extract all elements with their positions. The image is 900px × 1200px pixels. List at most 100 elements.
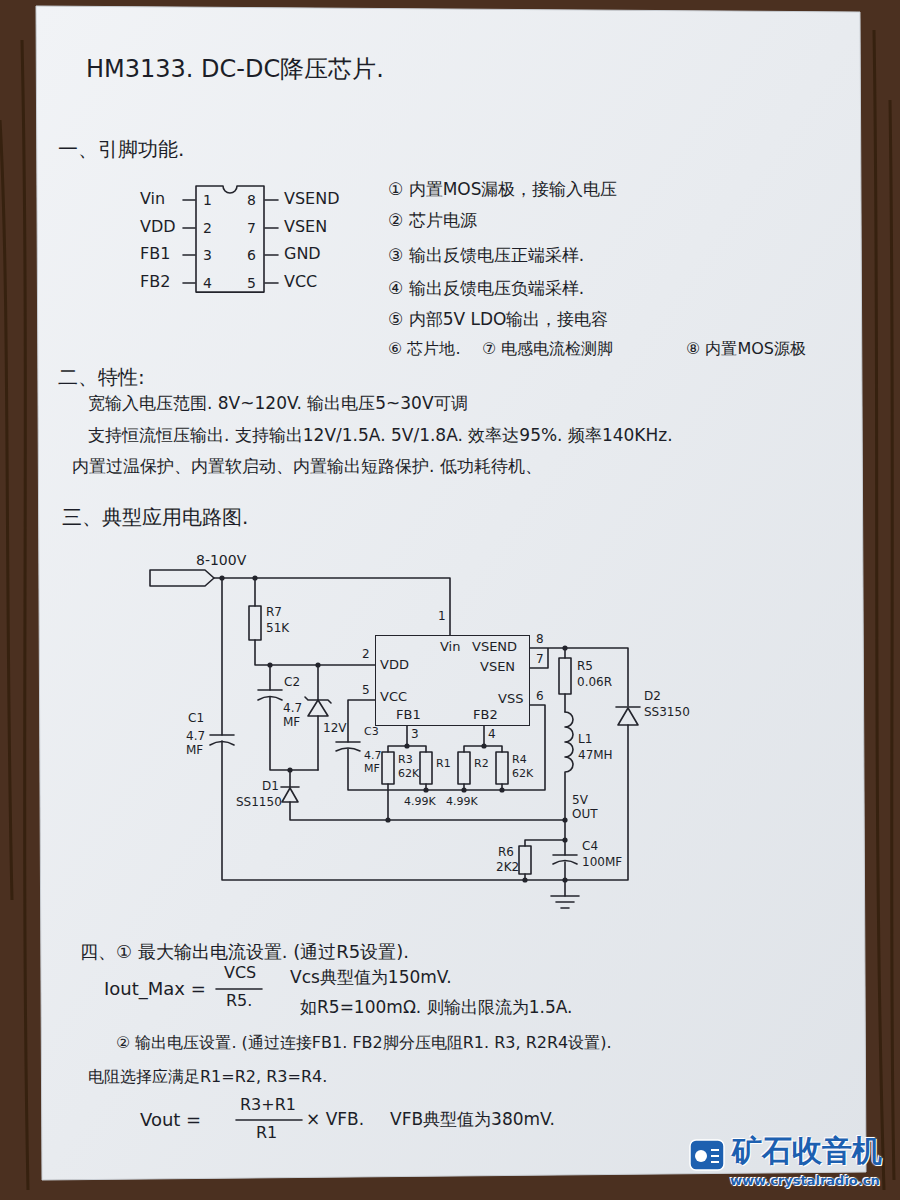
pin-name: GND [284, 245, 321, 263]
section-heading: ② 输出电压设置. (通过连接FB1. FB2脚分压电阻R1. R3, R2R4… [116, 1034, 612, 1052]
paper-sheet [36, 6, 866, 1180]
part-name: C1 [188, 712, 204, 726]
capacitor-symbol [553, 855, 577, 864]
part-value: 47MH [578, 749, 613, 763]
pin-number: 7 [536, 653, 544, 667]
note-text: 电阻选择应满足R1=R2, R3=R4. [88, 1068, 327, 1086]
part-value: SS1150 [236, 796, 282, 810]
pin-number: 3 [203, 247, 212, 263]
part-value: 4.99K [404, 796, 436, 809]
part-value: 62K [398, 768, 419, 781]
zener-symbol [305, 697, 331, 703]
junction-dot [461, 787, 466, 792]
pin-note: ② 芯片电源 [388, 211, 477, 231]
formula: R5. [226, 992, 252, 1010]
watermark-url: www.crystalradio.cn [730, 1174, 880, 1189]
wire [530, 648, 628, 712]
diode-symbol [281, 786, 299, 788]
resistor-symbol [519, 846, 531, 874]
junction-dot [562, 817, 567, 822]
part-name: R7 [266, 606, 282, 620]
formula: Iout_Max = [104, 979, 206, 1000]
watermark: 矿石收音机 [732, 1134, 882, 1169]
capacitor-symbol [210, 735, 234, 745]
junction-dot [562, 877, 567, 882]
diode-symbol [282, 788, 298, 802]
feature-text: 内置过温保护、内置软启动、内置输出短路保护. 低功耗待机、 [72, 457, 542, 477]
note-text: Vcs典型值为150mV. [290, 968, 452, 988]
input-terminal [150, 570, 214, 586]
page-title: HM3133. DC-DC降压芯片. [86, 56, 384, 84]
junction-dot [287, 767, 292, 772]
net-label: 5V OUT [572, 794, 602, 822]
pin-number: 3 [411, 728, 419, 742]
pin-number: 4 [488, 728, 496, 742]
feature-text: 宽输入电压范围. 8V~120V. 输出电压5~30V可调 [88, 394, 468, 414]
formula: R3+R1 [240, 1096, 296, 1114]
wire [270, 665, 318, 770]
pin-number: 1 [203, 192, 212, 208]
part-value: 51K [266, 622, 289, 636]
resistor-symbol [458, 752, 470, 784]
part-name: R4 [512, 754, 527, 767]
pin-name: VCC [284, 273, 317, 291]
pin-name: FB2 [140, 273, 170, 291]
resistor-symbol [420, 752, 432, 784]
feature-text: 支持恒流恒压输出. 支持输出12V/1.5A. 5V/1.8A. 效率达95%.… [88, 426, 673, 446]
pin-label: VDD [380, 658, 409, 673]
resistor-symbol [382, 752, 394, 784]
formula: VCS [224, 964, 256, 982]
pin-note: ⑥ 芯片地. [388, 340, 461, 358]
pin-name: FB1 [140, 245, 170, 263]
part-name: R6 [498, 846, 514, 860]
pin-note: ④ 输出反馈电压负端采样. [388, 279, 584, 299]
watermark-logo [711, 1150, 719, 1162]
pin-name: VSEND [284, 190, 340, 208]
pin-number: 2 [362, 648, 370, 662]
ic-outline [196, 186, 264, 292]
wire [255, 578, 375, 665]
part-name: R1 [436, 758, 451, 771]
pin-number: 5 [247, 275, 256, 291]
pin-label: VCC [380, 690, 407, 705]
pin-number: 7 [247, 220, 256, 236]
part-value: 4.7 MF [186, 730, 208, 758]
watermark-logo [690, 1140, 724, 1170]
pin-label: FB1 [396, 708, 421, 723]
part-value: 0.06R [577, 676, 612, 690]
pin-name: VSEN [284, 218, 327, 236]
wire [222, 578, 628, 880]
junction-dot [252, 575, 257, 580]
pin-number: 8 [247, 192, 256, 208]
part-name: C4 [582, 840, 598, 854]
junction-dot [404, 743, 409, 748]
voltage-label: 8-100V [196, 552, 246, 568]
pin-number: 6 [247, 247, 256, 263]
ic-block: VinVDDVCCFB1FB2VSENDVSENVSS [375, 635, 530, 726]
junction-dot [481, 743, 486, 748]
part-value: 2K2 [496, 861, 519, 875]
pin-note: ③ 输出反馈电压正端采样. [388, 246, 584, 266]
junction-dot [219, 575, 224, 580]
part-name: R2 [474, 758, 489, 771]
ground-symbol [551, 896, 579, 908]
junction-dot [499, 787, 504, 792]
pin-label: VSS [498, 692, 523, 707]
pin-name: VDD [140, 218, 176, 236]
part-name: R5 [577, 660, 593, 674]
junction-dot [315, 662, 320, 667]
formula: R1 [256, 1124, 277, 1142]
part-value: 100MF [582, 856, 622, 870]
resistor-symbol [559, 658, 571, 694]
ic-package: 12348765 [195, 185, 265, 293]
wire [348, 700, 545, 790]
part-value: 12V [323, 722, 346, 736]
pin-number: 5 [362, 684, 370, 698]
formula: × VFB. [306, 1110, 364, 1130]
diode-symbol [616, 706, 640, 708]
junction-dot [385, 817, 390, 822]
junction-dot [423, 787, 428, 792]
resistor-symbol [249, 606, 261, 640]
fraction-bar [216, 989, 302, 1120]
